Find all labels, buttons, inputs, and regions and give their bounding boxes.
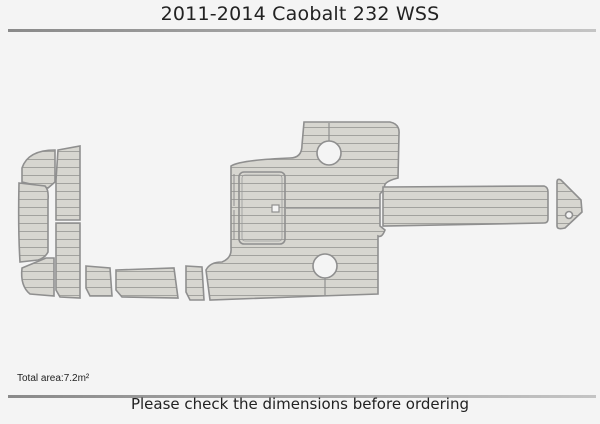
ordering-note: Please check the dimensions before order… — [130, 395, 470, 413]
page-title: 2011-2014 Caobalt 232 WSS — [160, 3, 440, 25]
left-inner-upper-pad — [55, 145, 81, 221]
step-long-pad — [115, 267, 179, 299]
main-cockpit-floor-pad — [205, 121, 400, 301]
latch-cutout — [271, 204, 280, 213]
narrow-step-pad — [185, 265, 205, 301]
left-side-lower-curved-pad — [20, 257, 55, 297]
top-divider — [8, 29, 596, 32]
swim-platform-extension-pad — [382, 185, 549, 227]
triangular-tip-pad — [556, 178, 583, 230]
left-bow-upper-curved-pad — [21, 149, 56, 189]
cup-holder-cutout-bottom — [312, 253, 338, 279]
small-step-pad — [85, 265, 113, 297]
left-side-long-pad — [17, 182, 49, 263]
bottom-divider — [8, 395, 596, 398]
cup-holder-cutout-top — [316, 140, 342, 166]
hatch-pad — [238, 171, 286, 245]
mount-hole — [564, 210, 574, 220]
total-area-label: Total area:7.2m² — [17, 373, 90, 384]
left-inner-lower-pad — [55, 222, 81, 299]
